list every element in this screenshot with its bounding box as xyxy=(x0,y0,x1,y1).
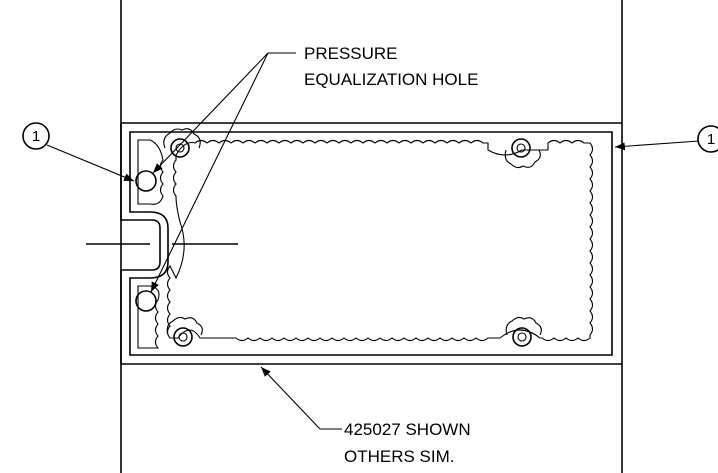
callout-balloon-right: 1 xyxy=(697,125,718,153)
pressure-label-line2: EQUALIZATION HOLE xyxy=(304,70,478,89)
screw-boss-top-left xyxy=(163,128,201,158)
left-lower-chamber xyxy=(137,285,160,349)
profile-outer xyxy=(120,123,161,364)
leader-callout-right xyxy=(614,140,700,151)
screw-boss-top-right xyxy=(504,138,541,169)
svg-text:1: 1 xyxy=(707,131,715,148)
profile-wall xyxy=(129,131,613,356)
screw-boss-bottom-left xyxy=(166,316,203,347)
callout-balloon-left: 1 xyxy=(22,122,50,150)
left-upper-chamber xyxy=(137,139,164,205)
leader-callout-left xyxy=(46,144,135,182)
inner-cavity xyxy=(166,139,594,342)
leader-pressure-upper xyxy=(152,52,269,174)
pressure-hole-lower xyxy=(135,290,157,312)
pressure-hole-upper xyxy=(135,170,157,192)
screw-boss-bottom-right xyxy=(505,316,542,347)
svg-text:1: 1 xyxy=(32,128,40,145)
shown-label-line1: 425027 SHOWN xyxy=(344,420,471,439)
shown-label-line2: OTHERS SIM. xyxy=(344,447,455,466)
pressure-label-line1: PRESSURE xyxy=(304,44,398,63)
leader-pressure-lower xyxy=(150,52,269,293)
leader-shown xyxy=(260,366,321,430)
